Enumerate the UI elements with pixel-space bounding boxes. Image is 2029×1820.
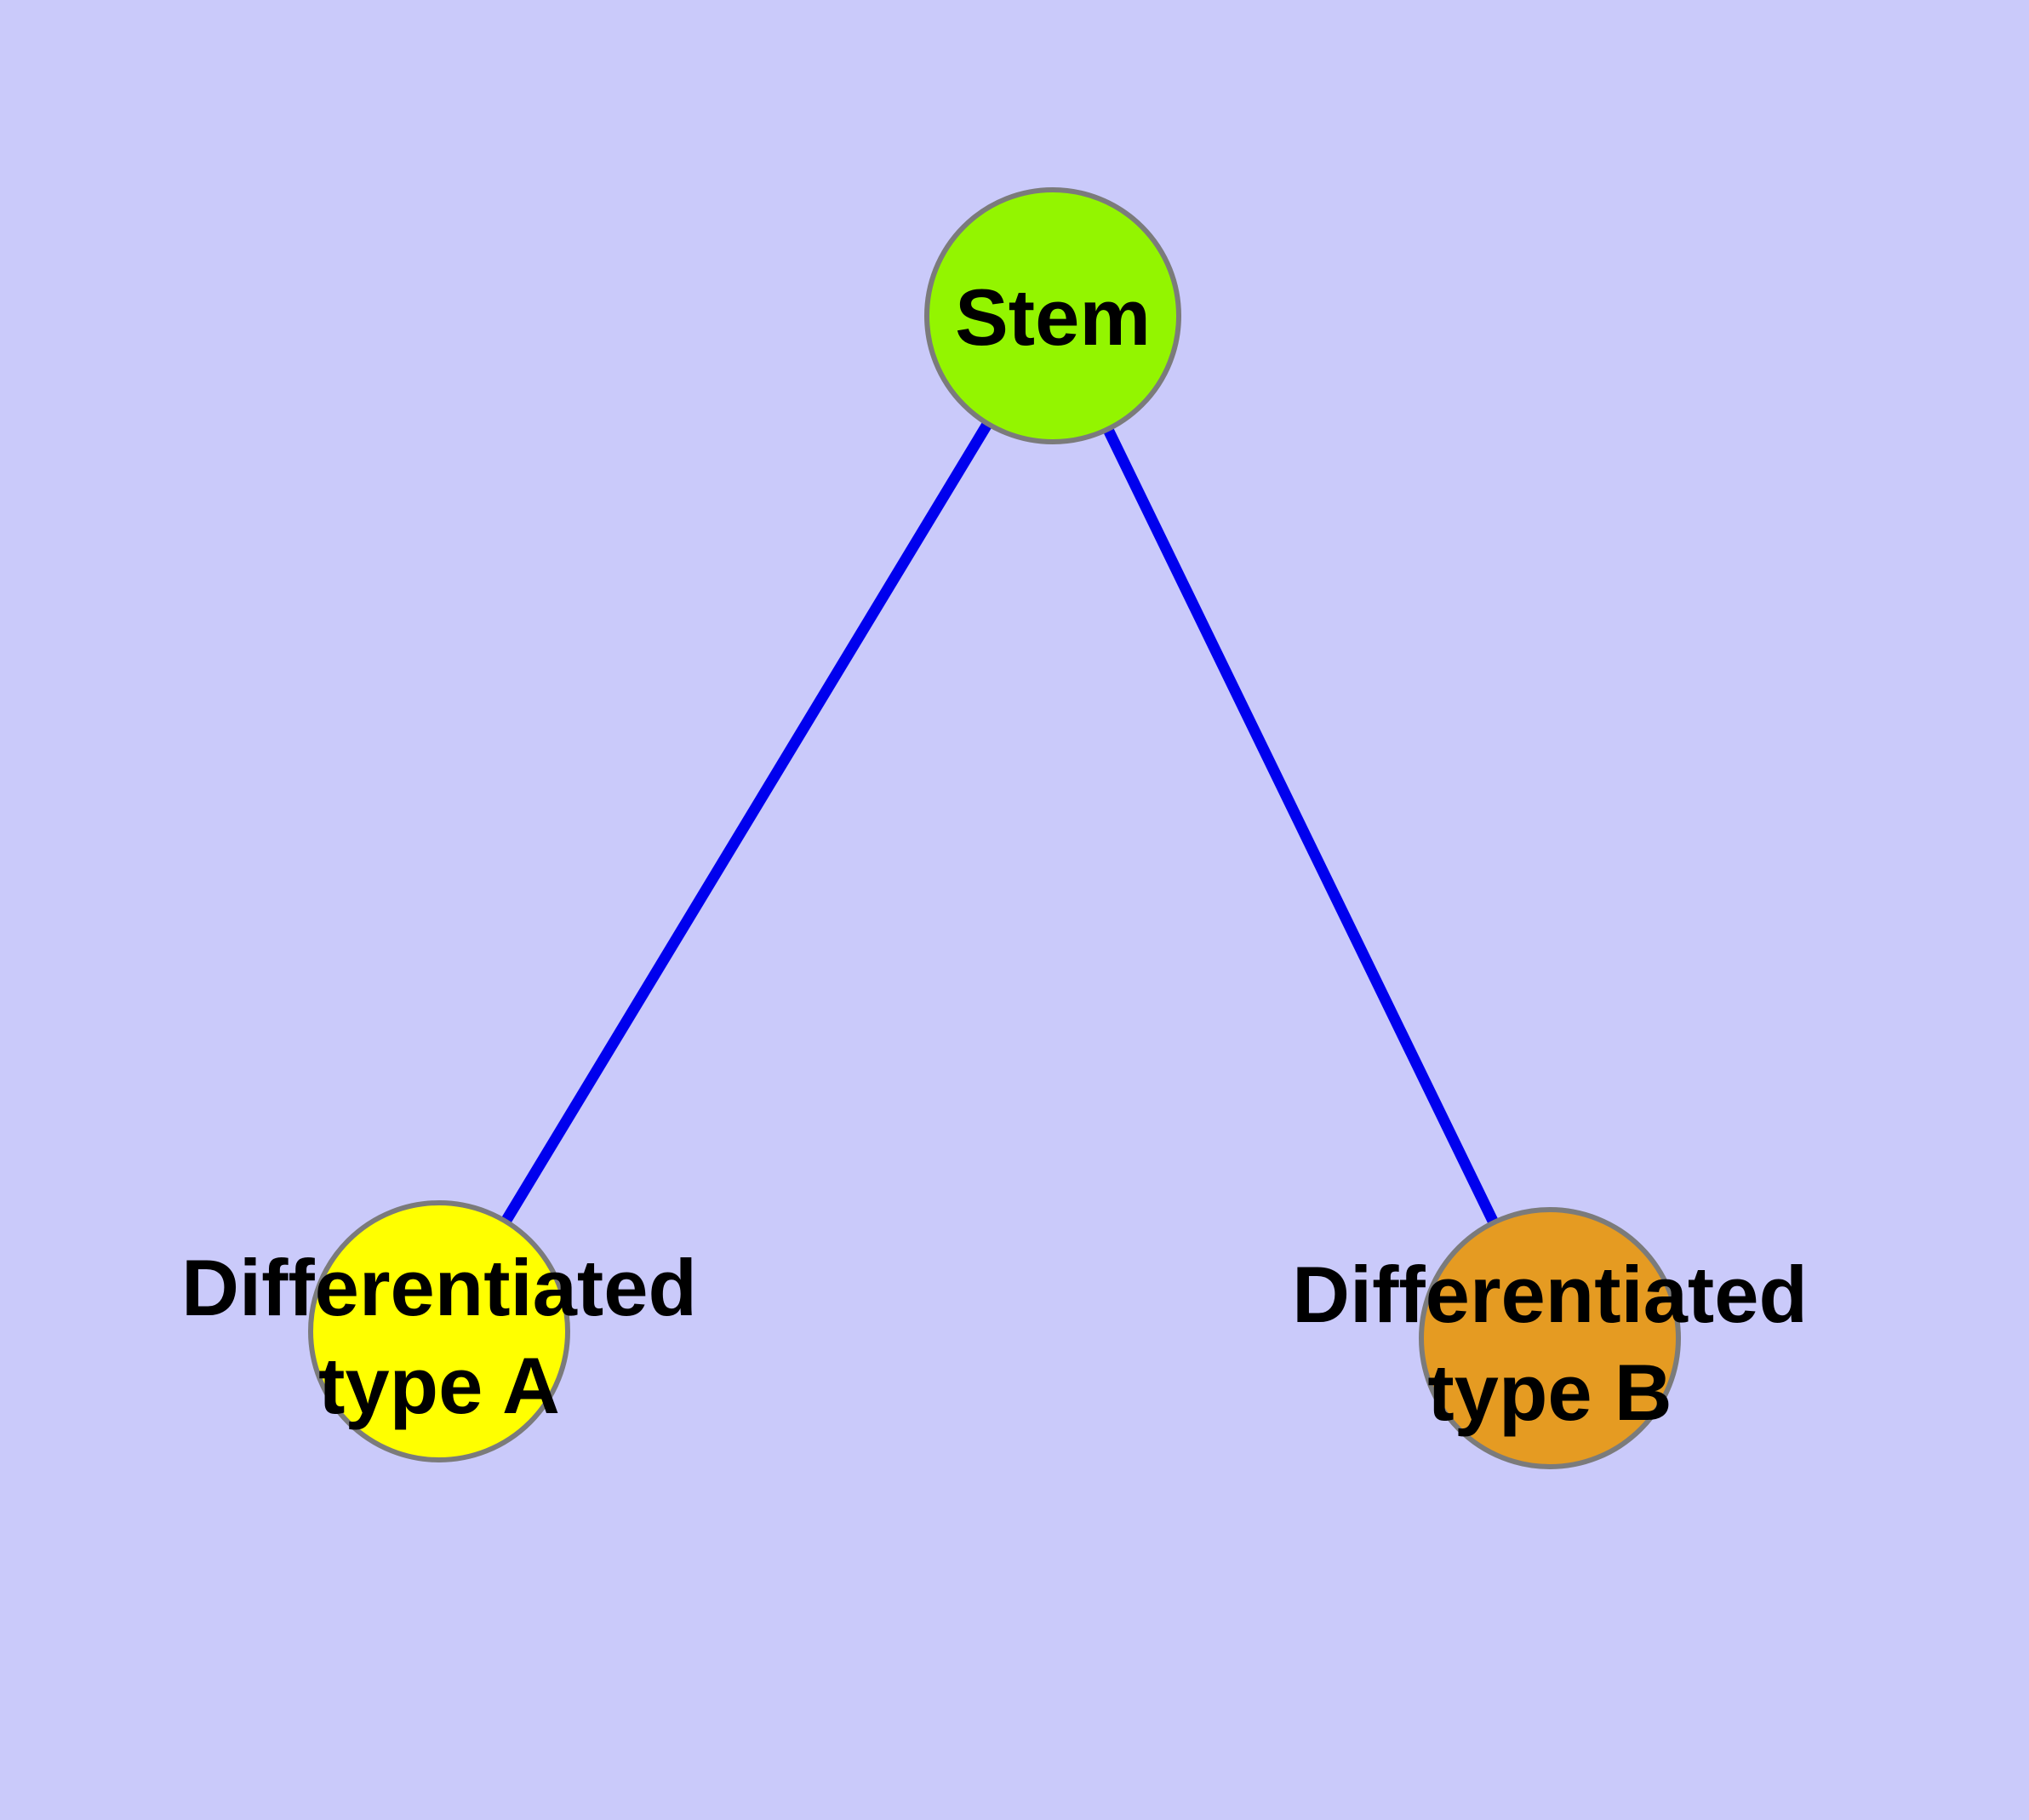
node-type-b-label-line1: Differentiated — [1292, 1250, 1808, 1339]
node-stem-circle — [924, 187, 1181, 444]
node-type-a-label-line1: Differentiated — [181, 1243, 697, 1332]
node-type-b-circle — [1419, 1207, 1681, 1469]
node-type-a-label-line2: type A — [318, 1341, 560, 1430]
node-stem-label: Stem — [955, 272, 1151, 362]
edge-stem-to-type-a — [434, 312, 1058, 1335]
node-type-b-label-line2: type B — [1427, 1348, 1672, 1437]
edge-stem-to-type-b — [1048, 313, 1555, 1341]
node-type-a-circle — [308, 1200, 570, 1462]
